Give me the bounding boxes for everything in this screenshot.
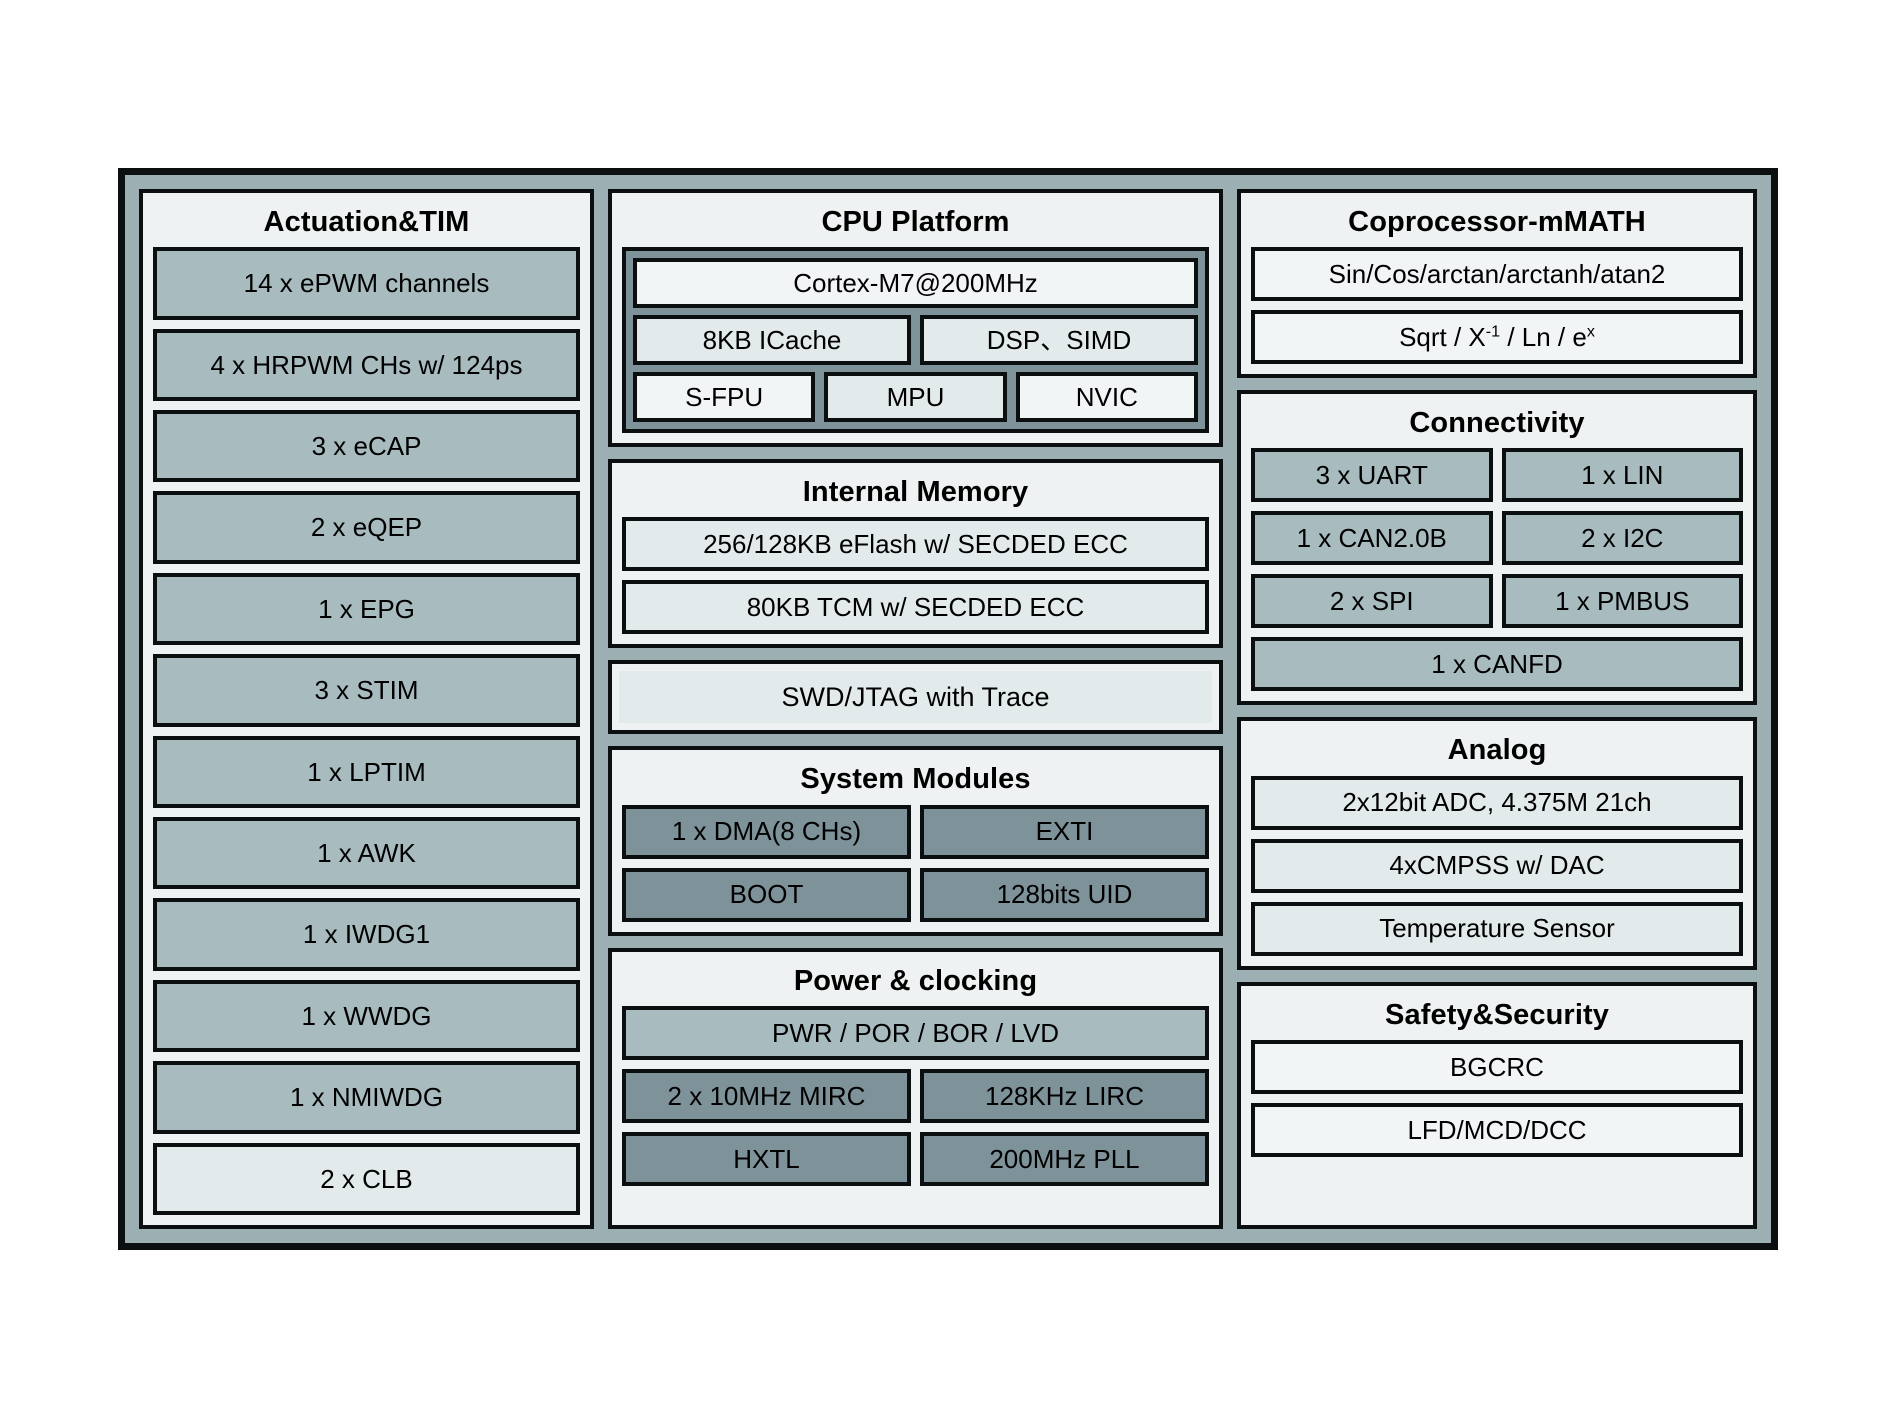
- power-mirc[interactable]: 2 x 10MHz MIRC: [622, 1068, 911, 1123]
- system-boot[interactable]: BOOT: [622, 867, 911, 922]
- conn-uart[interactable]: 3 x UART: [1251, 448, 1493, 503]
- coprocessor-list: Sin/Cos/arctan/arctanh/atan2 Sqrt / X-1 …: [1251, 247, 1743, 365]
- internal-memory-list: 256/128KB eFlash w/ SECDED ECC 80KB TCM …: [622, 517, 1209, 635]
- group-power-clocking: Power & clocking PWR / POR / BOR / LVD 2…: [608, 947, 1223, 1229]
- right-column: Coprocessor-mMATH Sin/Cos/arctan/arctanh…: [1237, 189, 1757, 1229]
- cpu-row-cache-dsp: 8KB ICache DSP、SIMD: [633, 315, 1198, 366]
- group-safety-security: Safety&Security BGCRC LFD/MCD/DCC: [1237, 981, 1757, 1229]
- actuation-item-list: 14 x ePWM channels 4 x HRPWM CHs w/ 124p…: [153, 247, 580, 1216]
- group-connectivity: Connectivity 3 x UART 1 x LIN 1 x CAN2.0…: [1237, 390, 1757, 706]
- group-title-cpu-platform: CPU Platform: [821, 206, 1010, 238]
- group-title-coprocessor: Coprocessor-mMATH: [1348, 206, 1646, 238]
- group-analog: Analog 2x12bit ADC, 4.375M 21ch 4xCMPSS …: [1237, 717, 1757, 970]
- memory-tcm[interactable]: 80KB TCM w/ SECDED ECC: [622, 580, 1209, 635]
- group-actuation-tim: Actuation&TIM 14 x ePWM channels 4 x HRP…: [139, 189, 594, 1229]
- safety-lfd-mcd-dcc[interactable]: LFD/MCD/DCC: [1251, 1102, 1743, 1157]
- coproc-sqrt-ln-exp[interactable]: Sqrt / X-1 / Ln / ex: [1251, 310, 1743, 365]
- cpu-row-fpu-mpu-nvic: S-FPU MPU NVIC: [633, 372, 1198, 423]
- safety-bgcrc[interactable]: BGCRC: [1251, 1039, 1743, 1094]
- analog-list: 2x12bit ADC, 4.375M 21ch 4xCMPSS w/ DAC …: [1251, 775, 1743, 956]
- group-system-modules: System Modules 1 x DMA(8 CHs) EXTI BOOT …: [608, 746, 1223, 936]
- conn-spi[interactable]: 2 x SPI: [1251, 574, 1493, 629]
- group-title-safety-security: Safety&Security: [1385, 998, 1609, 1031]
- actuation-item-epwm[interactable]: 14 x ePWM channels: [153, 247, 580, 320]
- analog-adc[interactable]: 2x12bit ADC, 4.375M 21ch: [1251, 775, 1743, 830]
- group-title-actuation-tim: Actuation&TIM: [263, 206, 470, 238]
- power-hxtl[interactable]: HXTL: [622, 1131, 911, 1186]
- conn-canfd[interactable]: 1 x CANFD: [1251, 637, 1743, 692]
- conn-lin[interactable]: 1 x LIN: [1501, 448, 1743, 503]
- group-internal-memory: Internal Memory 256/128KB eFlash w/ SECD…: [608, 459, 1223, 649]
- actuation-item-lptim[interactable]: 1 x LPTIM: [153, 735, 580, 809]
- cpu-inner-frame: Cortex-M7@200MHz 8KB ICache DSP、SIMD S-F…: [622, 247, 1209, 434]
- coproc-sqrt-b: / Ln / e: [1500, 321, 1587, 352]
- actuation-item-eqep[interactable]: 2 x eQEP: [153, 491, 580, 564]
- connectivity-row-spi-pmbus: 2 x SPI 1 x PMBUS: [1251, 574, 1743, 629]
- conn-pmbus[interactable]: 1 x PMBUS: [1501, 574, 1743, 629]
- actuation-item-awk[interactable]: 1 x AWK: [153, 817, 580, 890]
- system-row-boot-uid: BOOT 128bits UID: [622, 867, 1209, 922]
- memory-eflash[interactable]: 256/128KB eFlash w/ SECDED ECC: [622, 517, 1209, 572]
- power-clocking-list: PWR / POR / BOR / LVD 2 x 10MHz MIRC 128…: [622, 1005, 1209, 1215]
- actuation-item-clb[interactable]: 2 x CLB: [153, 1142, 580, 1216]
- group-coprocessor-mmath: Coprocessor-mMATH Sin/Cos/arctan/arctanh…: [1237, 189, 1757, 379]
- system-dma[interactable]: 1 x DMA(8 CHs): [622, 804, 911, 859]
- conn-i2c[interactable]: 2 x I2C: [1501, 511, 1743, 566]
- actuation-item-stim[interactable]: 3 x STIM: [153, 654, 580, 727]
- cpu-dsp-simd[interactable]: DSP、SIMD: [920, 315, 1198, 366]
- coproc-sqrt-a: Sqrt / X: [1399, 321, 1486, 352]
- mcu-block-diagram: Actuation&TIM 14 x ePWM channels 4 x HRP…: [118, 168, 1778, 1250]
- cpu-nvic[interactable]: NVIC: [1015, 372, 1198, 423]
- cpu-mpu[interactable]: MPU: [824, 372, 1007, 423]
- power-pll[interactable]: 200MHz PLL: [920, 1131, 1209, 1186]
- analog-temp-sensor[interactable]: Temperature Sensor: [1251, 901, 1743, 956]
- actuation-item-iwdg1[interactable]: 1 x IWDG1: [153, 898, 580, 971]
- connectivity-row-can-i2c: 1 x CAN2.0B 2 x I2C: [1251, 511, 1743, 566]
- group-title-system-modules: System Modules: [800, 763, 1031, 796]
- actuation-item-nmiwdg[interactable]: 1 x NMIWDG: [153, 1061, 580, 1134]
- group-title-internal-memory: Internal Memory: [802, 476, 1029, 509]
- actuation-item-ecap[interactable]: 3 x eCAP: [153, 410, 580, 483]
- coproc-sqrt-a-sup: -1: [1485, 322, 1501, 341]
- debug-swd-jtag[interactable]: SWD/JTAG with Trace: [619, 671, 1212, 724]
- cpu-s-fpu[interactable]: S-FPU: [633, 372, 816, 423]
- actuation-item-hrpwm[interactable]: 4 x HRPWM CHs w/ 124ps: [153, 328, 580, 402]
- connectivity-row-uart-lin: 3 x UART 1 x LIN: [1251, 448, 1743, 503]
- analog-cmpss[interactable]: 4xCMPSS w/ DAC: [1251, 838, 1743, 893]
- cpu-icache[interactable]: 8KB ICache: [633, 315, 911, 366]
- system-modules-list: 1 x DMA(8 CHs) EXTI BOOT 128bits UID: [622, 804, 1209, 922]
- group-title-connectivity: Connectivity: [1409, 407, 1585, 440]
- coproc-sqrt-b-sup: x: [1586, 322, 1595, 341]
- conn-can20b[interactable]: 1 x CAN2.0B: [1251, 511, 1493, 566]
- group-title-analog: Analog: [1447, 734, 1547, 767]
- power-row-mirc-lirc: 2 x 10MHz MIRC 128KHz LIRC: [622, 1068, 1209, 1123]
- connectivity-list: 3 x UART 1 x LIN 1 x CAN2.0B 2 x I2C 2 x…: [1251, 448, 1743, 692]
- group-cpu-platform: CPU Platform Cortex-M7@200MHz 8KB ICache…: [608, 189, 1223, 448]
- middle-column: CPU Platform Cortex-M7@200MHz 8KB ICache…: [608, 189, 1223, 1229]
- power-pwr-por-bor-lvd[interactable]: PWR / POR / BOR / LVD: [622, 1005, 1209, 1060]
- group-debug: SWD/JTAG with Trace: [608, 660, 1223, 735]
- left-column: Actuation&TIM 14 x ePWM channels 4 x HRP…: [139, 189, 594, 1229]
- actuation-item-epg[interactable]: 1 x EPG: [153, 572, 580, 646]
- power-lirc[interactable]: 128KHz LIRC: [920, 1068, 1209, 1123]
- system-row-dma-exti: 1 x DMA(8 CHs) EXTI: [622, 804, 1209, 859]
- system-uid[interactable]: 128bits UID: [920, 867, 1209, 922]
- power-row-hxtl-pll: HXTL 200MHz PLL: [622, 1131, 1209, 1186]
- coproc-trig[interactable]: Sin/Cos/arctan/arctanh/atan2: [1251, 247, 1743, 302]
- actuation-item-wwdg[interactable]: 1 x WWDG: [153, 979, 580, 1053]
- cpu-core-cortex-m7[interactable]: Cortex-M7@200MHz: [633, 258, 1198, 309]
- safety-security-list: BGCRC LFD/MCD/DCC: [1251, 1039, 1743, 1215]
- group-title-power-clocking: Power & clocking: [793, 964, 1038, 997]
- system-exti[interactable]: EXTI: [920, 804, 1209, 859]
